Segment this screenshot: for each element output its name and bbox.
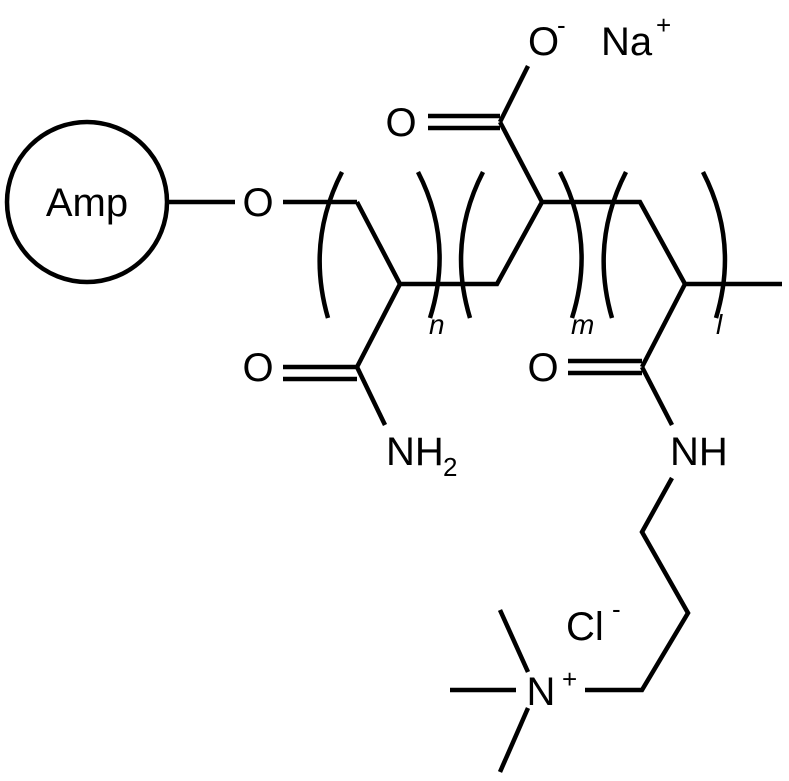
amide1-nitrogen: NH xyxy=(386,430,444,474)
amp-label: Amp xyxy=(46,181,128,225)
carboxylate-charge: - xyxy=(557,10,566,40)
bracket-l-close xyxy=(700,170,728,319)
carbonyl-oxygen: O xyxy=(385,101,416,145)
ammonium-charge: + xyxy=(562,664,577,694)
bond-ch-co-amide2 xyxy=(640,282,687,369)
carboxylate-oxygen: O xyxy=(528,20,559,64)
chloride-charge: - xyxy=(612,594,621,624)
amide2-oxygen: O xyxy=(527,346,558,390)
ammonium-nitrogen: N xyxy=(527,670,556,714)
bracket-m-close xyxy=(557,170,584,319)
propyl-chain xyxy=(585,476,691,693)
repeat-index-n: n xyxy=(429,309,445,340)
bond-ch-co-amide1 xyxy=(355,282,402,369)
amide2-nh: NH xyxy=(670,430,728,474)
bracket-n-close xyxy=(415,170,442,319)
bracket-m-open xyxy=(458,170,486,319)
amide1-oxygen: O xyxy=(242,346,273,390)
repeat-index-l: l xyxy=(716,309,723,340)
bond-c-o-minus xyxy=(497,64,531,124)
bracket-l-open xyxy=(601,170,629,319)
sodium-charge: + xyxy=(656,10,671,40)
chloride-ion: Cl xyxy=(566,605,604,649)
bracket-n-open xyxy=(317,170,345,319)
bond-ch-cooh xyxy=(498,120,544,204)
bond-c-nh xyxy=(640,365,674,427)
bond-n-methyl-1 xyxy=(497,609,531,673)
bond-n-methyl-3 xyxy=(497,707,531,773)
ether-oxygen: O xyxy=(242,181,273,225)
sodium-ion: Na xyxy=(601,20,653,64)
bond-c-nh2 xyxy=(354,366,388,426)
repeat-index-m: m xyxy=(571,309,594,340)
amide1-h-count: 2 xyxy=(443,452,457,482)
